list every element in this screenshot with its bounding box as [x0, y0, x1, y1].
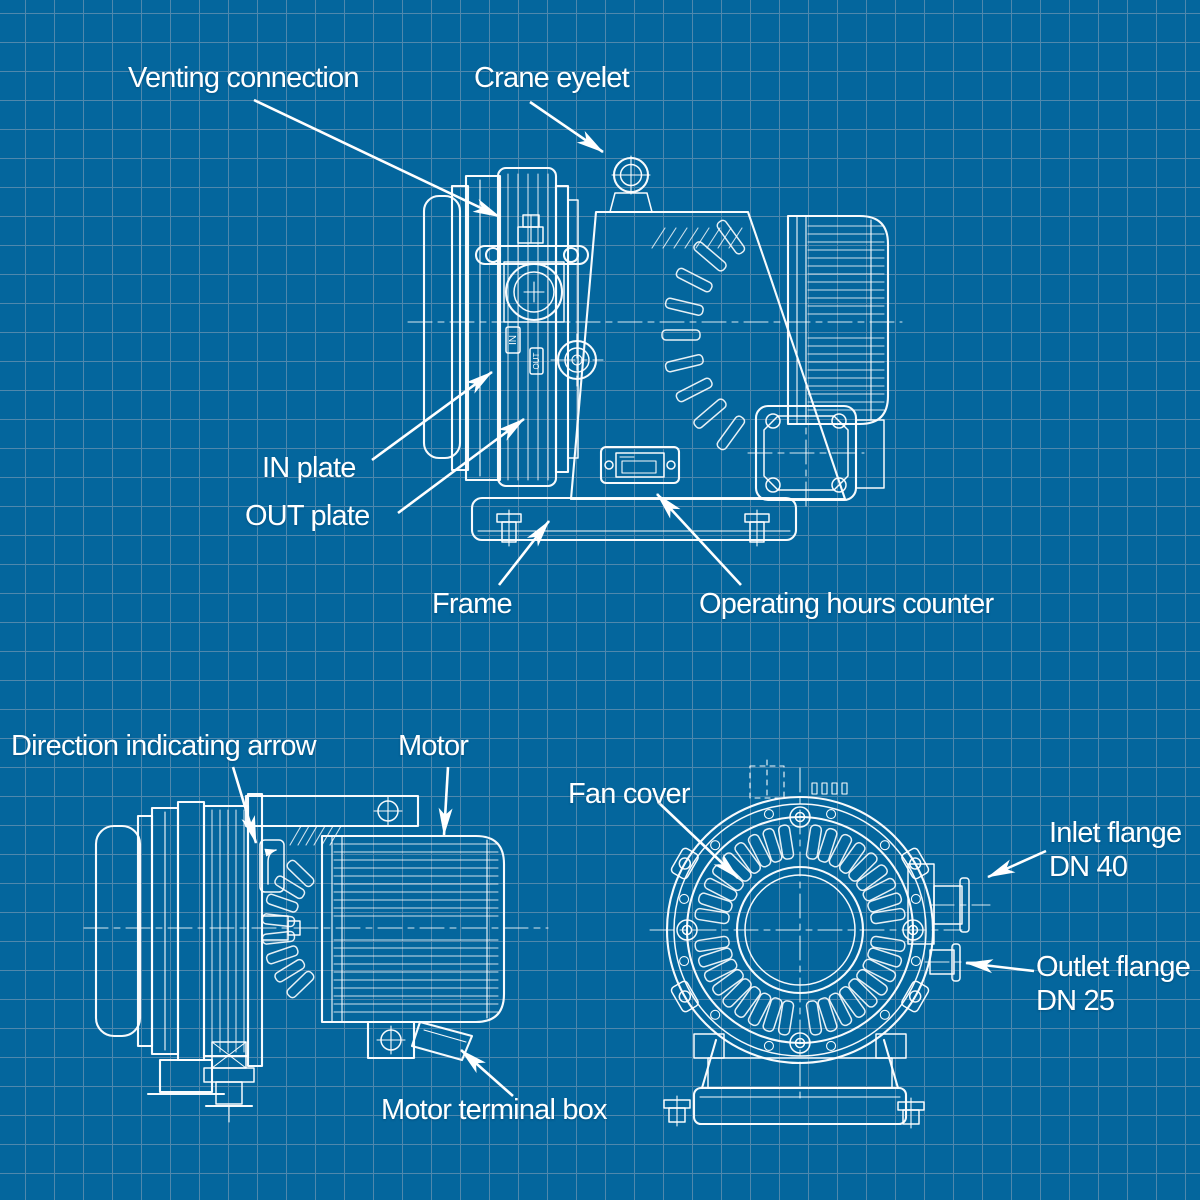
frame-bolt-left	[496, 509, 522, 547]
direction-arrow-plate	[259, 839, 285, 893]
hours-counter-leader	[656, 493, 742, 586]
outlet-flange-part	[924, 943, 989, 982]
outlet-flange-label-line2: DN 25	[1036, 985, 1115, 1017]
inlet-flange-label-line2: DN 40	[1049, 851, 1128, 883]
fan-cover-leader	[657, 801, 739, 879]
inlet-flange-part	[907, 863, 991, 945]
leader-lines	[231, 98, 1047, 1097]
outlet-flange-leader	[965, 959, 1035, 974]
frame-bolt-right	[744, 509, 770, 547]
motor-label: Motor	[398, 730, 469, 762]
crane-eyelet-part	[611, 155, 651, 195]
outlet-flange-label: Outlet flange DN 25	[1036, 950, 1191, 1018]
stand	[663, 1033, 925, 1129]
direction-arrow-leader	[231, 766, 258, 844]
venting-connection-label: Venting connection	[128, 62, 359, 94]
out-plate-text: OUT	[532, 352, 541, 369]
bl-motor-foot	[366, 1020, 416, 1060]
inlet-flange-leader	[987, 849, 1047, 879]
crane-eyelet-leader	[529, 100, 604, 154]
outlet-flange-label-line1: Outlet flange	[1036, 951, 1191, 983]
in-plate-leader	[371, 370, 493, 462]
out-plate-part: OUT	[529, 347, 544, 375]
phantom-fittings	[749, 759, 848, 801]
bl-cooling-louvers	[261, 859, 315, 999]
cooling-hatch	[651, 227, 743, 249]
fan-cover-slots	[694, 824, 906, 1036]
venting-connection-leader	[253, 98, 501, 219]
spoke-bolts	[676, 806, 924, 1054]
pedestal	[569, 192, 847, 501]
top-side-view: IN OUT	[407, 155, 903, 547]
frame-leader	[497, 520, 551, 586]
fan-cover-label: Fan cover	[568, 778, 691, 810]
out-plate-label: OUT plate	[245, 500, 370, 532]
gauge-port	[550, 333, 604, 387]
pump-fin-stack	[450, 166, 579, 488]
bl-feet	[146, 1041, 255, 1123]
venting-connection-fitting	[517, 214, 544, 244]
fan-cover-rings	[665, 795, 935, 1065]
stand-bolt-left	[663, 1095, 691, 1127]
in-plate-label: IN plate	[262, 452, 356, 484]
rim-bolts	[679, 809, 921, 1051]
crane-eyelet-label: Crane eyelet	[474, 62, 630, 94]
base-frame	[470, 496, 798, 547]
in-plate-text: IN	[508, 335, 519, 345]
in-plate-part: IN	[505, 326, 521, 354]
motor-terminal-box-label: Motor terminal box	[381, 1094, 608, 1126]
bl-top-bracket	[244, 794, 420, 828]
operating-hours-counter-part	[599, 445, 681, 485]
motor-body-side-view	[320, 834, 506, 1024]
out-plate-leader	[397, 417, 525, 515]
bl-endcap	[94, 824, 142, 1038]
center-opening	[735, 865, 865, 995]
sight-glass	[503, 261, 565, 323]
frame-label: Frame	[432, 588, 513, 620]
stand-bolt-right	[897, 1097, 925, 1129]
cooling-louvers	[661, 219, 746, 451]
motor-leader	[438, 766, 453, 836]
direction-indicating-arrow-label: Direction indicating arrow	[11, 730, 317, 762]
fan-housing	[747, 397, 885, 509]
inlet-flange-label: Inlet flange DN 40	[1049, 816, 1182, 884]
bl-disc-stack	[136, 792, 264, 1068]
operating-hours-counter-label: Operating hours counter	[699, 588, 994, 620]
motor-terminal-box-part	[410, 1020, 474, 1062]
front-view	[649, 759, 991, 1129]
motor-body-top-view	[786, 214, 890, 426]
bottom-left-side-view	[83, 792, 549, 1123]
motor-terminal-box-leader	[460, 1049, 514, 1097]
inlet-flange-label-line1: Inlet flange	[1049, 817, 1182, 849]
